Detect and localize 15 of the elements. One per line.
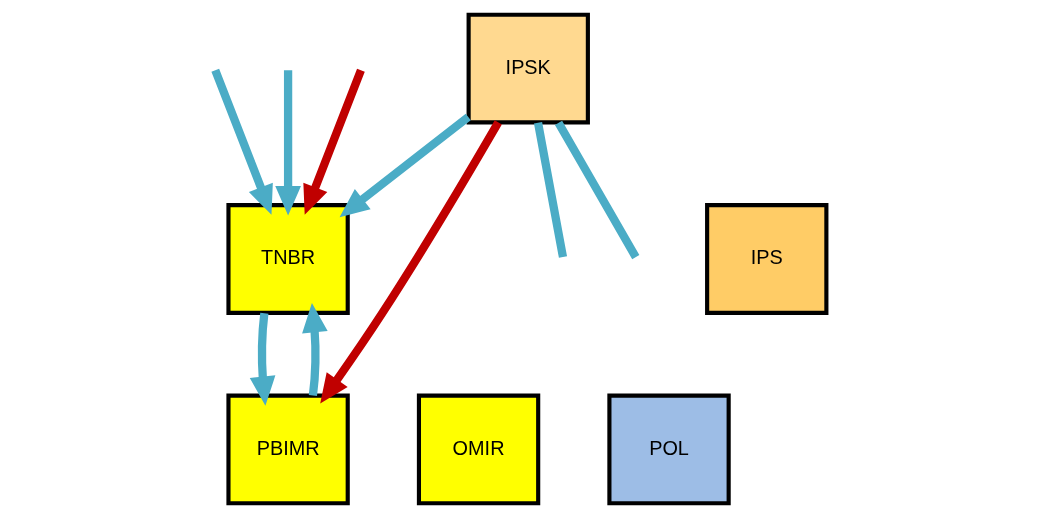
connector xyxy=(533,122,567,258)
arrow xyxy=(210,68,273,215)
arrow xyxy=(339,113,471,218)
arrow xyxy=(302,68,365,215)
node-box: TNBR xyxy=(225,203,350,315)
node-box: OMIR xyxy=(416,393,540,506)
arrow xyxy=(274,70,301,216)
connector xyxy=(554,120,639,260)
node-box: IPS xyxy=(704,203,828,315)
arrow xyxy=(319,120,502,404)
arrow xyxy=(249,312,275,406)
node-box: PBIMR xyxy=(225,393,350,506)
node-box: IPSK xyxy=(466,12,590,125)
node-box: POL xyxy=(606,393,731,506)
arrow xyxy=(301,303,328,397)
